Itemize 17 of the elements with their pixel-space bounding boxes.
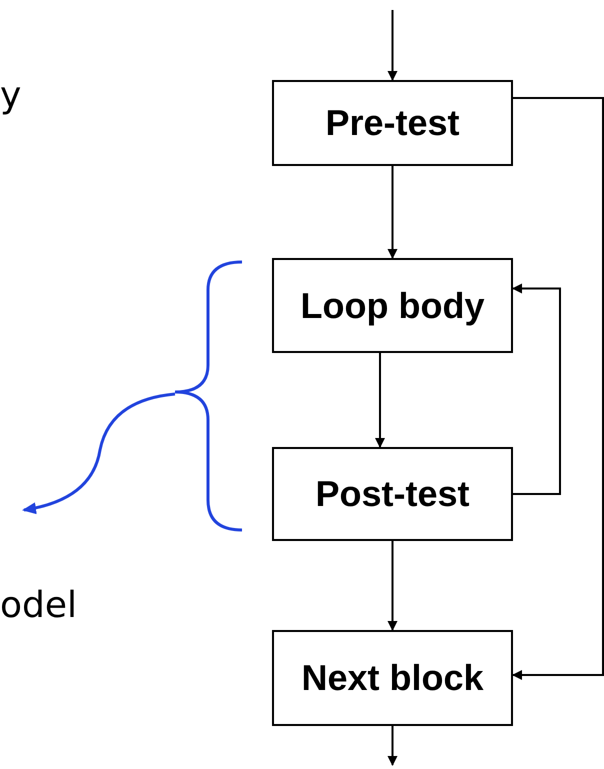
arrow bbox=[388, 10, 398, 81]
box-label: Loop body bbox=[300, 284, 484, 326]
process-box bbox=[272, 447, 513, 541]
arrow bbox=[375, 353, 385, 448]
arrow bbox=[388, 541, 398, 631]
text-fragment: odel bbox=[0, 588, 78, 624]
box-label: Pre-test bbox=[325, 102, 460, 144]
box-label: Next block bbox=[301, 657, 484, 699]
process-box bbox=[272, 258, 513, 353]
box-label: Post-test bbox=[315, 473, 470, 515]
arrow bbox=[512, 97, 604, 680]
arrow bbox=[388, 166, 398, 259]
arrow bbox=[512, 284, 561, 495]
text-fragment: y bbox=[0, 78, 22, 114]
process-box bbox=[272, 80, 513, 166]
process-box bbox=[272, 630, 513, 726]
arrow bbox=[388, 726, 398, 766]
